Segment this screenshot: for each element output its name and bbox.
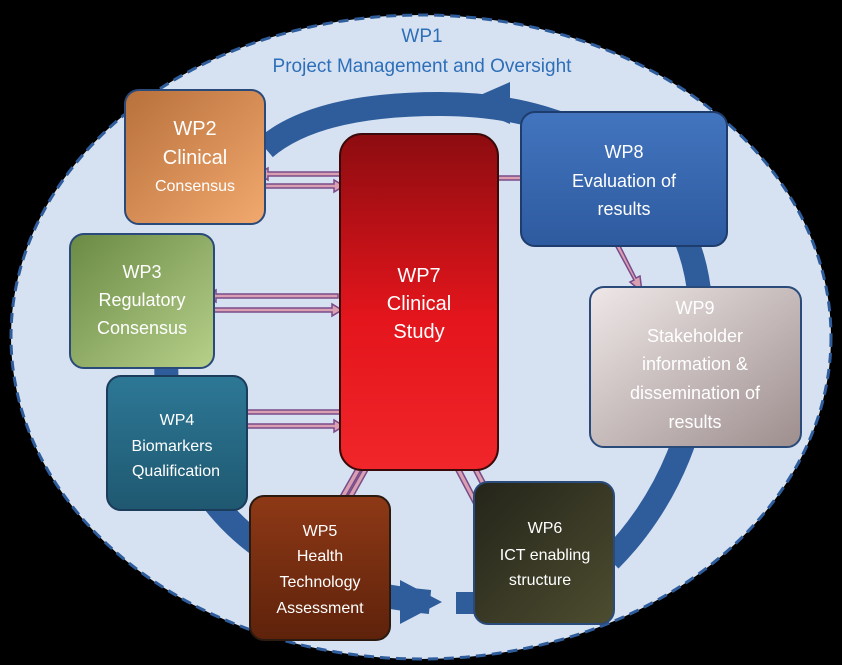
wp7-code: WP7 — [397, 265, 440, 287]
wp9-line2: information & — [642, 354, 748, 374]
wp2-line2: Consensus — [155, 178, 235, 195]
wp4-line1: Biomarkers — [132, 438, 213, 455]
wp3-line1: Regulatory — [98, 290, 185, 310]
wp1-title: Project Management and Oversight — [273, 56, 573, 77]
wp6-box: WP6 ICT enabling structure — [473, 481, 615, 625]
wp6-code: WP6 — [528, 520, 563, 537]
wp3-box: WP3 Regulatory Consensus — [69, 233, 215, 369]
wp7-box: WP7 Clinical Study — [339, 133, 499, 471]
wp9-line4: results — [668, 412, 721, 432]
wp8-line1: Evaluation of — [572, 171, 677, 191]
wp8-line2: results — [597, 199, 650, 219]
wp6-line2: structure — [509, 572, 571, 589]
wp8-box: WP8 Evaluation of results — [520, 111, 728, 247]
wp4-code: WP4 — [160, 412, 195, 429]
wp4-line2: Qualification — [132, 463, 220, 480]
wp9-line1: Stakeholder — [647, 326, 743, 346]
wp7-line2: Study — [393, 321, 444, 343]
wp8-code: WP8 — [604, 142, 643, 162]
arrow-wp3-to-wp7 — [209, 302, 344, 318]
wp2-box: WP2 Clinical Consensus — [124, 89, 266, 225]
wp6-line1: ICT enabling — [500, 547, 590, 564]
wp3-line2: Consensus — [97, 318, 187, 338]
wp3-code: WP3 — [122, 262, 161, 282]
wp5-line2: Technology — [280, 574, 361, 591]
wp5-line3: Assessment — [276, 600, 364, 617]
wp2-code: WP2 — [173, 118, 216, 140]
wp9-box: WP9 Stakeholder information & disseminat… — [589, 286, 802, 448]
wp4-box: WP4 Biomarkers Qualification — [106, 375, 248, 511]
wp5-line1: Health — [297, 548, 343, 565]
wp9-line3: dissemination of — [630, 383, 761, 403]
wp1-code: WP1 — [401, 26, 442, 47]
wp9-code: WP9 — [675, 298, 714, 318]
wp5-code: WP5 — [303, 523, 338, 540]
wp5-box: WP5 Health Technology Assessment — [249, 495, 391, 641]
wp7-line1: Clinical — [387, 293, 451, 315]
wp2-line1: Clinical — [163, 147, 227, 169]
